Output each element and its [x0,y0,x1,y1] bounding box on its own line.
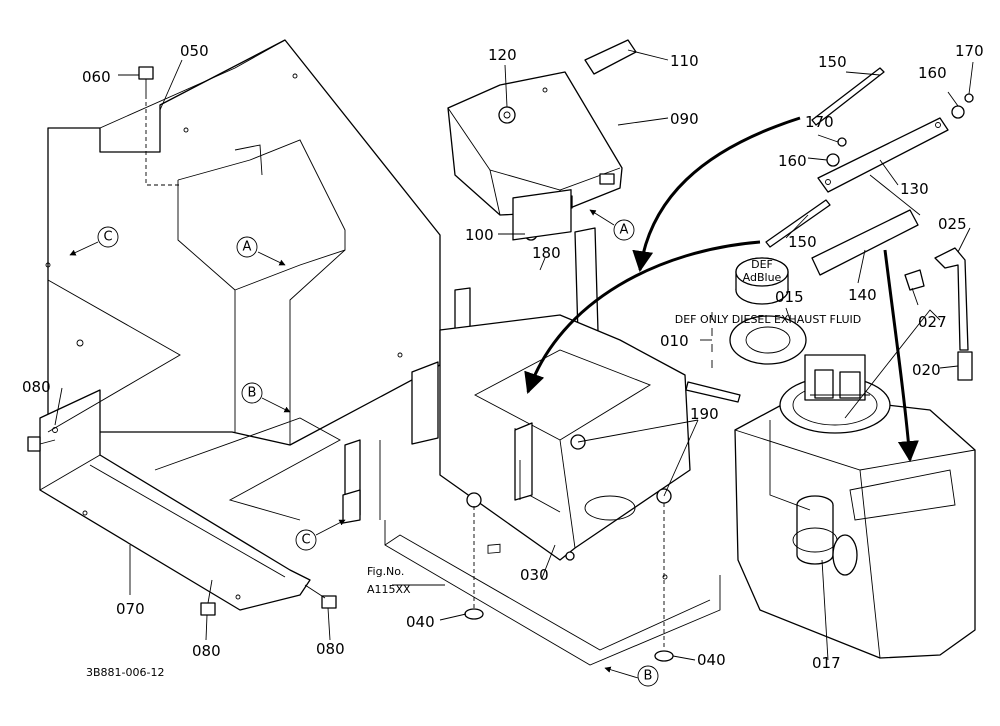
ref-c-base: C [295,519,346,551]
callout-160-right: 160 [918,64,947,82]
fitting-020 [957,351,973,381]
callout-010: 010 [660,332,689,350]
cap-170-left [837,137,847,147]
callout-140: 140 [848,286,877,304]
callout-080-bottom-right: 080 [316,640,345,658]
connector-plug [685,381,741,403]
tank-guide-line [769,420,811,511]
callout-110: 110 [670,52,699,70]
tank-hose-guide [844,309,941,419]
callout-160-left: 160 [778,152,807,170]
fig-no-line1: Fig.No. [367,565,404,578]
bolt-080-left [27,436,56,452]
cap-def-text: DEF [751,258,773,271]
callout-040-right: 040 [697,651,726,669]
callout-080-bottom-left: 080 [192,642,221,660]
nut-160-left [826,153,840,167]
frame-030 [411,227,691,561]
callout-120: 120 [488,46,517,64]
bracket-pad-guide [869,174,921,216]
fig-no-line2: A115XX [367,583,411,596]
hose-025 [934,247,969,351]
callout-labels: 050 060 120 110 090 150 170 160 170 160 … [22,42,984,672]
base-plate [342,439,721,666]
ref-c-cover: C [69,226,119,256]
svg-text:C: C [103,230,112,245]
rod-150-upper [811,67,885,126]
nut-160-right [951,105,965,119]
cap-170-right [964,93,974,103]
callout-170-right: 170 [955,42,984,60]
arrow-150-to-frame [632,116,801,273]
callout-150-upper: 150 [818,53,847,71]
callout-060: 060 [82,68,111,86]
fig-number: Fig.No. A115XX [367,565,411,596]
callout-130: 130 [900,180,929,198]
seal-ring-015: DEF ONLY DIESEL EXHAUST FLUID [675,313,861,365]
pad-140 [811,209,919,276]
callout-040-left: 040 [406,613,435,631]
svg-text:B: B [248,386,257,401]
bolt-080-bottom-right [304,584,337,609]
callout-070: 070 [116,600,145,618]
rubber-mount-040-right [654,503,674,662]
ref-a-cover: A [236,236,286,266]
cover-guide-lines [47,279,181,433]
callout-025: 025 [938,215,967,233]
callout-015: 015 [775,288,804,306]
screw-060 [138,66,180,186]
bracket-130 [817,117,949,193]
bolt-080-bottom-left [200,579,216,616]
svg-text:B: B [644,669,653,684]
ref-a-box: A [589,209,635,241]
cap-brand-text: AdBlue [743,271,782,284]
rod-150-lower [765,199,831,248]
callout-170-left: 170 [805,113,834,131]
ref-b-cover: B [241,382,291,413]
seal-ring-text: DEF ONLY DIESEL EXHAUST FLUID [675,313,861,326]
callout-080-left: 080 [22,378,51,396]
rubber-mount-040-left [464,506,484,620]
label-180 [512,189,572,241]
callout-020: 020 [912,361,941,379]
callout-050: 050 [180,42,209,60]
clamp-027 [904,269,925,291]
clip-110 [584,39,637,75]
callout-017: 017 [812,654,841,672]
callout-100: 100 [465,226,494,244]
drawing-code: 3B881-006-12 [86,666,164,679]
callout-027: 027 [918,313,947,331]
svg-text:A: A [243,240,252,255]
arrow-pad-to-tank [883,249,919,463]
arrow-cap-to-frame [524,240,761,394]
def-tank [734,354,976,659]
ref-b-base: B [604,665,659,687]
callout-190: 190 [690,405,719,423]
leader-lines [54,49,974,661]
callout-180: 180 [532,244,561,262]
callout-030: 030 [520,566,549,584]
cover-050 [45,39,441,446]
callout-090: 090 [670,110,699,128]
controller-box-090 [447,71,623,216]
drain-017 [792,495,858,576]
svg-text:C: C [301,533,310,548]
bracket-guide-lines [154,417,341,521]
svg-text:A: A [620,223,629,238]
tank-cap-010: DEF AdBlue [735,257,789,305]
callout-150-lower: 150 [788,233,817,251]
